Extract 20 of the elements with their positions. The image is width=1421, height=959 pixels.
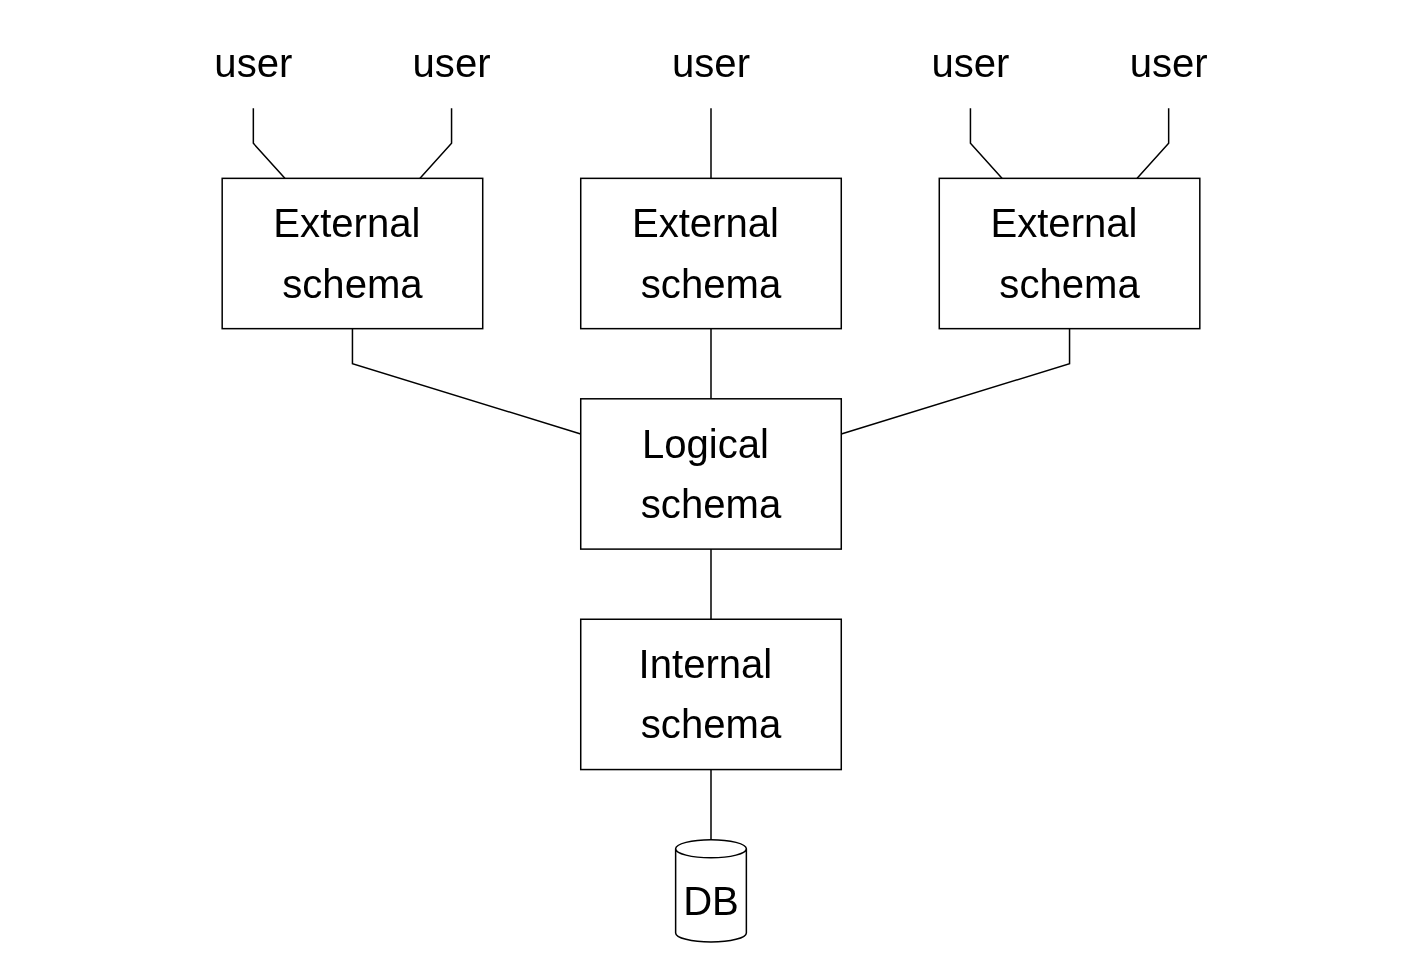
- node-text: user: [213, 40, 292, 85]
- node-text: user: [930, 40, 1009, 85]
- connector: [709, 768, 712, 840]
- connector: [709, 106, 712, 179]
- connector: [252, 106, 286, 179]
- node-text: user: [671, 40, 750, 85]
- connector: [351, 327, 581, 435]
- connector: [709, 547, 712, 620]
- node-box: Internal schema: [579, 618, 842, 770]
- connector: [969, 106, 1003, 179]
- connector: [1135, 106, 1169, 179]
- connector: [840, 327, 1070, 435]
- node-text: user: [412, 40, 491, 85]
- node-box: External schema: [579, 177, 842, 329]
- node-box: Logical schema: [579, 397, 842, 550]
- connector: [709, 327, 712, 400]
- connector: [418, 106, 452, 179]
- node-text: user: [1129, 40, 1208, 85]
- node-box: External schema: [938, 177, 1201, 329]
- node-box: External schema: [220, 177, 483, 329]
